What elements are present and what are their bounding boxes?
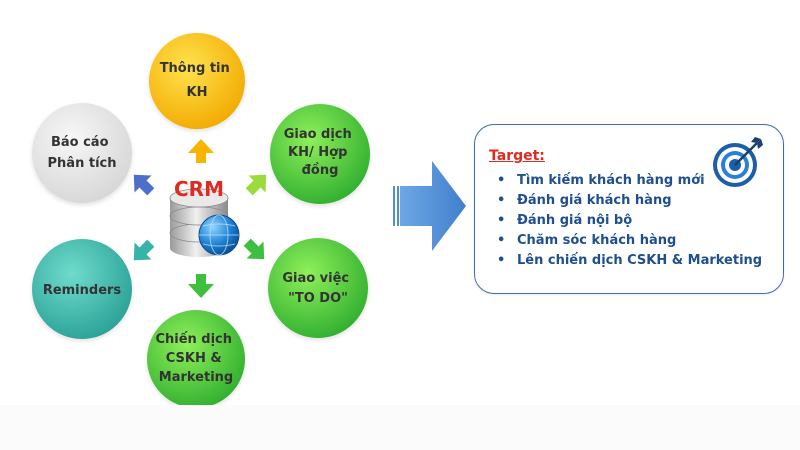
target-item-label: Đánh giá nội bộ — [517, 213, 633, 228]
svg-text:Chiến dịch CSKH &: Chiến dịch CSKH & Marketing — [155, 332, 236, 385]
node-label-line: Phân tích — [48, 156, 117, 171]
target-title: Target: — [489, 148, 545, 164]
node-giao-viec: Giao việc "TO DO" — [268, 238, 368, 338]
target-box: Target: • Tìm kiếm khách hàng mới • Đánh g… — [474, 124, 784, 294]
big-arrow-icon — [393, 161, 466, 251]
list-item: • Đánh giá nội bộ — [489, 211, 762, 231]
svg-text:Reminders: Reminders — [43, 283, 122, 298]
node-label-line: KH/ Hợp — [288, 145, 347, 160]
arrow-up-right — [245, 174, 267, 196]
node-label-line: Báo cáo — [51, 135, 109, 150]
arrow-down-right — [243, 238, 265, 260]
node-label-line: Giao dịch — [284, 127, 352, 142]
target-item-label: Tìm kiếm khách hàng mới — [517, 173, 705, 188]
list-item: • Đánh giá khách hàng — [489, 191, 762, 211]
node-reminders: Reminders — [32, 239, 132, 339]
arrow-up-left — [133, 174, 155, 196]
node-bao-cao: Báo cáo Phân tích — [32, 103, 132, 203]
node-label-line: đồng — [302, 163, 339, 178]
svg-text:Báo cáo Phân tích: Báo cáo Phân tích — [48, 135, 117, 171]
svg-text:Thông tin KH: Thông tin KH — [160, 61, 235, 100]
node-label-line: Chiến dịch — [155, 332, 232, 347]
arrow-down — [188, 274, 214, 298]
node-chien-dich: Chiến dịch CSKH & Marketing — [147, 310, 245, 408]
node-thong-tin-kh: Thông tin KH — [149, 33, 245, 129]
arrow-up — [188, 139, 214, 163]
node-label-line: Marketing — [159, 370, 233, 385]
target-item-label: Đánh giá khách hàng — [517, 193, 672, 208]
bullet-icon: • — [497, 193, 506, 208]
bullet-icon: • — [497, 233, 506, 248]
node-label-line: KH — [187, 85, 208, 100]
target-item-label: Chăm sóc khách hàng — [517, 233, 677, 248]
svg-text:Giao dịch KH/ Hợp: Giao dịch KH/ Hợp đồng — [284, 127, 357, 178]
node-label-line: Thông tin — [160, 61, 230, 76]
list-item: • Chăm sóc khách hàng — [489, 231, 762, 251]
node-giao-dich: Giao dịch KH/ Hợp đồng — [270, 104, 370, 204]
svg-text:Giao việc "TO DO": Giao việc "TO DO" — [282, 271, 353, 306]
center-label: CRM — [174, 177, 224, 201]
target-list: • Tìm kiếm khách hàng mới • Đánh giá khách… — [489, 171, 762, 271]
bullet-icon: • — [497, 213, 506, 228]
node-label-line: CSKH & — [166, 351, 222, 366]
node-label-line: Reminders — [43, 283, 122, 298]
node-label-line: Giao việc — [282, 271, 349, 286]
bullet-icon: • — [497, 173, 506, 188]
list-item: • Tìm kiếm khách hàng mới — [489, 171, 762, 191]
floor-reflection — [0, 405, 800, 450]
node-label-line: "TO DO" — [288, 291, 348, 306]
target-item-label: Lên chiến dịch CSKH & Marketing — [517, 253, 763, 268]
list-item: • Lên chiến dịch CSKH & Marketing — [489, 251, 762, 271]
target-icon — [713, 137, 763, 187]
globe-icon — [198, 214, 240, 256]
arrow-down-left — [133, 239, 155, 261]
bullet-icon: • — [497, 253, 506, 268]
